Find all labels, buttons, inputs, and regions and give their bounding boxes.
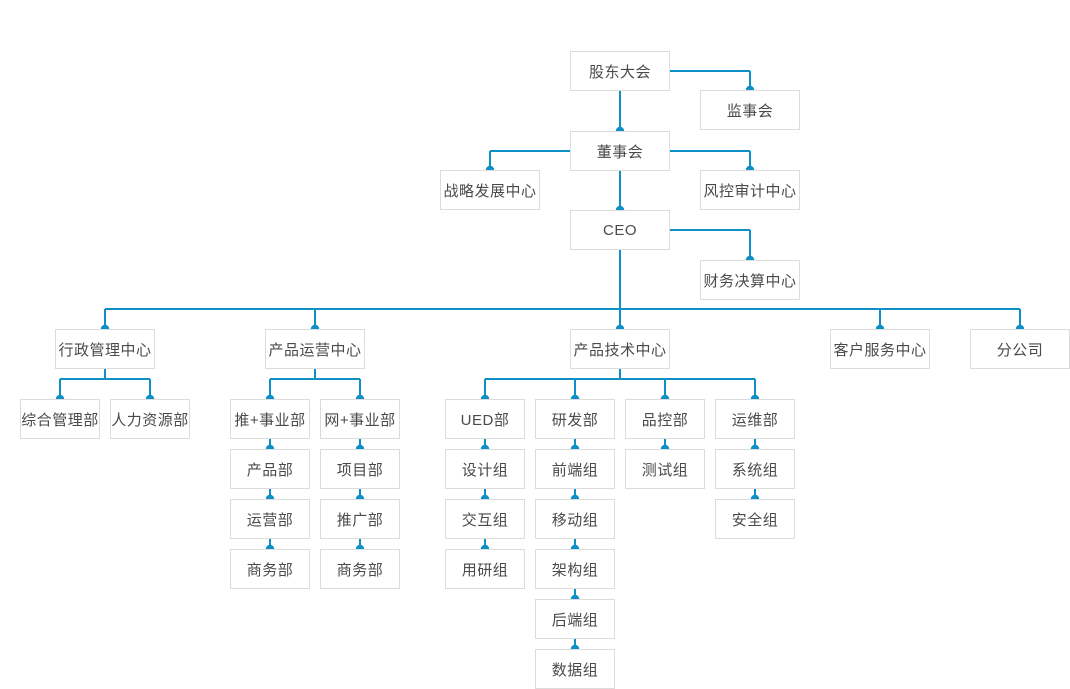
- org-node-n34[interactable]: 用研组: [445, 549, 525, 589]
- org-node-n19[interactable]: 运营部: [230, 499, 310, 539]
- org-node-n21[interactable]: 商务部: [230, 549, 310, 589]
- org-node-label: 运营部: [246, 511, 294, 529]
- org-node-label: 战略发展中心: [443, 182, 537, 200]
- org-node-label: 行政管理中心: [58, 341, 152, 359]
- org-node-label: 产品技术中心: [573, 341, 667, 359]
- org-node-label: 客户服务中心: [833, 341, 927, 359]
- org-node-label: 前端组: [551, 461, 599, 479]
- org-node-n37[interactable]: 数据组: [535, 649, 615, 689]
- org-node-n4[interactable]: 战略发展中心: [440, 170, 540, 210]
- org-node-label: 交互组: [461, 511, 509, 529]
- org-node-n20[interactable]: 推广部: [320, 499, 400, 539]
- org-node-n35[interactable]: 架构组: [535, 549, 615, 589]
- org-node-n14[interactable]: 人力资源部: [110, 399, 190, 439]
- org-node-label: 分公司: [996, 341, 1044, 359]
- org-node-n25[interactable]: 品控部: [625, 399, 705, 439]
- org-node-label: 研发部: [551, 411, 599, 429]
- org-node-label: 运维部: [731, 411, 779, 429]
- org-node-label: 商务部: [246, 561, 294, 579]
- org-node-label: 后端组: [551, 611, 599, 629]
- org-node-n17[interactable]: 产品部: [230, 449, 310, 489]
- org-node-n24[interactable]: 研发部: [535, 399, 615, 439]
- org-node-n29[interactable]: 测试组: [625, 449, 705, 489]
- org-node-n6[interactable]: CEO: [570, 210, 670, 250]
- org-node-label: 财务决算中心: [703, 272, 797, 290]
- org-node-n13[interactable]: 综合管理部: [20, 399, 100, 439]
- org-node-n7[interactable]: 财务决算中心: [700, 260, 800, 300]
- org-node-label: 产品部: [246, 461, 294, 479]
- org-node-n15[interactable]: 推+事业部: [230, 399, 310, 439]
- org-node-label: UED部: [460, 411, 510, 429]
- org-node-n10[interactable]: 产品技术中心: [570, 329, 670, 369]
- org-node-label: 人力资源部: [111, 411, 189, 429]
- org-node-n16[interactable]: 网+事业部: [320, 399, 400, 439]
- org-node-n9[interactable]: 产品运营中心: [265, 329, 365, 369]
- org-node-n11[interactable]: 客户服务中心: [830, 329, 930, 369]
- org-node-n1[interactable]: 股东大会: [570, 51, 670, 91]
- org-node-label: 推+事业部: [234, 411, 306, 429]
- org-node-label: 产品运营中心: [268, 341, 362, 359]
- org-node-n23[interactable]: UED部: [445, 399, 525, 439]
- org-node-label: 风控审计中心: [703, 182, 797, 200]
- org-node-n33[interactable]: 安全组: [715, 499, 795, 539]
- org-node-label: 数据组: [551, 661, 599, 679]
- org-node-label: 商务部: [336, 561, 384, 579]
- org-node-label: 系统组: [731, 461, 779, 479]
- org-node-n22[interactable]: 商务部: [320, 549, 400, 589]
- org-node-label: 测试组: [641, 461, 689, 479]
- org-node-label: CEO: [602, 221, 637, 239]
- org-node-label: 移动组: [551, 511, 599, 529]
- org-node-label: 安全组: [731, 511, 779, 529]
- org-node-n2[interactable]: 监事会: [700, 90, 800, 130]
- org-node-label: 推广部: [336, 511, 384, 529]
- org-node-n3[interactable]: 董事会: [570, 131, 670, 171]
- org-node-n8[interactable]: 行政管理中心: [55, 329, 155, 369]
- org-node-label: 董事会: [596, 143, 644, 161]
- org-node-label: 用研组: [461, 561, 509, 579]
- org-node-label: 设计组: [461, 461, 509, 479]
- org-node-label: 监事会: [726, 102, 774, 120]
- org-node-n30[interactable]: 系统组: [715, 449, 795, 489]
- org-node-label: 股东大会: [588, 63, 651, 81]
- org-node-label: 综合管理部: [21, 411, 99, 429]
- org-node-n5[interactable]: 风控审计中心: [700, 170, 800, 210]
- org-node-label: 项目部: [336, 461, 384, 479]
- org-node-label: 网+事业部: [324, 411, 396, 429]
- org-node-n26[interactable]: 运维部: [715, 399, 795, 439]
- org-node-n18[interactable]: 项目部: [320, 449, 400, 489]
- org-node-n36[interactable]: 后端组: [535, 599, 615, 639]
- org-node-n32[interactable]: 移动组: [535, 499, 615, 539]
- org-node-n28[interactable]: 前端组: [535, 449, 615, 489]
- org-node-label: 品控部: [641, 411, 689, 429]
- org-node-n31[interactable]: 交互组: [445, 499, 525, 539]
- org-node-n12[interactable]: 分公司: [970, 329, 1070, 369]
- org-node-label: 架构组: [551, 561, 599, 579]
- org-node-n27[interactable]: 设计组: [445, 449, 525, 489]
